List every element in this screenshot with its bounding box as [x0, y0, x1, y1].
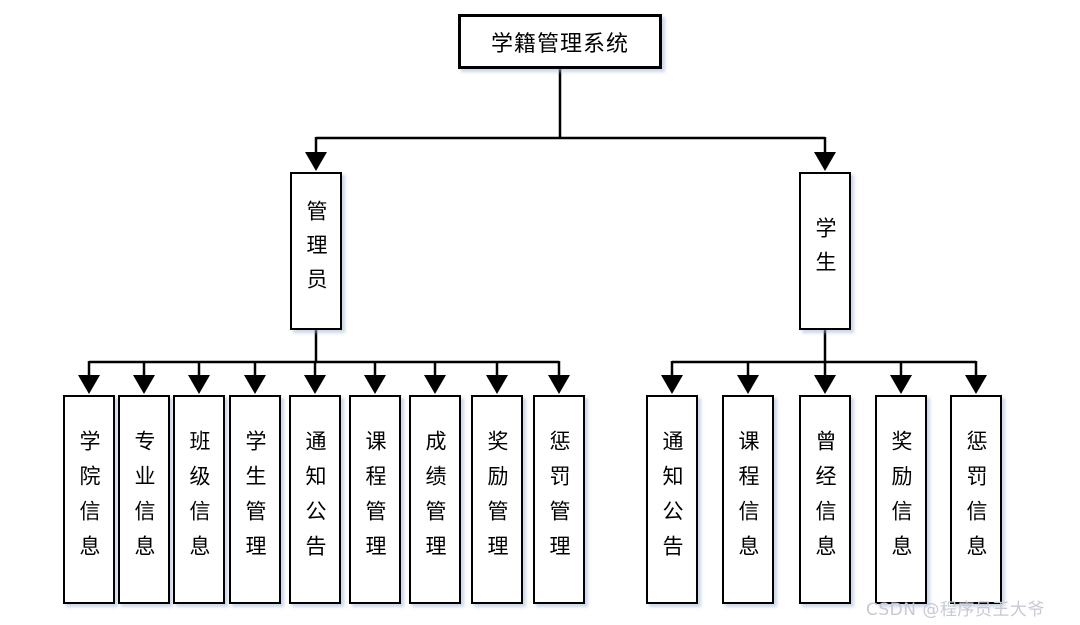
- leaf-node: 班级信息: [173, 395, 225, 604]
- leaf-node-label: 课程管理: [363, 429, 387, 570]
- leaf-node: 学生管理: [229, 395, 281, 604]
- leaf-node: 学院信息: [63, 395, 115, 604]
- leaf-node: 专业信息: [118, 395, 170, 604]
- leaf-node: 惩罚信息: [950, 395, 1002, 604]
- branch-node-student-label: 学生: [813, 217, 837, 285]
- root-node: 学籍管理系统: [458, 14, 662, 69]
- branch-node-admin-label: 管理员: [304, 200, 328, 302]
- leaf-node: 惩罚管理: [533, 395, 585, 604]
- leaf-node-label: 通知公告: [303, 429, 327, 570]
- leaf-node-label: 课程信息: [736, 429, 760, 570]
- leaf-node-label: 学院信息: [77, 429, 101, 570]
- root-node-label: 学籍管理系统: [490, 31, 629, 57]
- leaf-node: 曾经信息: [799, 395, 851, 604]
- leaf-node: 奖励管理: [471, 395, 523, 604]
- branch-node-admin: 管理员: [290, 172, 342, 330]
- leaf-node: 课程信息: [722, 395, 774, 604]
- leaf-node-label: 通知公告: [660, 429, 684, 570]
- leaf-node: 奖励信息: [875, 395, 927, 604]
- leaf-node: 通知公告: [289, 395, 341, 604]
- leaf-node-label: 曾经信息: [813, 429, 837, 570]
- watermark: CSDN @程序员王大爷: [866, 600, 1045, 620]
- leaf-node-label: 惩罚信息: [964, 429, 988, 570]
- leaf-node-label: 惩罚管理: [547, 429, 571, 570]
- leaf-node: 通知公告: [646, 395, 698, 604]
- leaf-node-label: 奖励信息: [889, 429, 913, 570]
- leaf-node: 成绩管理: [409, 395, 461, 604]
- leaf-node-label: 班级信息: [187, 429, 211, 570]
- branch-node-student: 学生: [799, 172, 851, 330]
- leaf-node-label: 学生管理: [243, 429, 267, 570]
- leaf-node-label: 专业信息: [132, 429, 156, 570]
- leaf-node-label: 成绩管理: [423, 429, 447, 570]
- leaf-node-label: 奖励管理: [485, 429, 509, 570]
- leaf-node: 课程管理: [349, 395, 401, 604]
